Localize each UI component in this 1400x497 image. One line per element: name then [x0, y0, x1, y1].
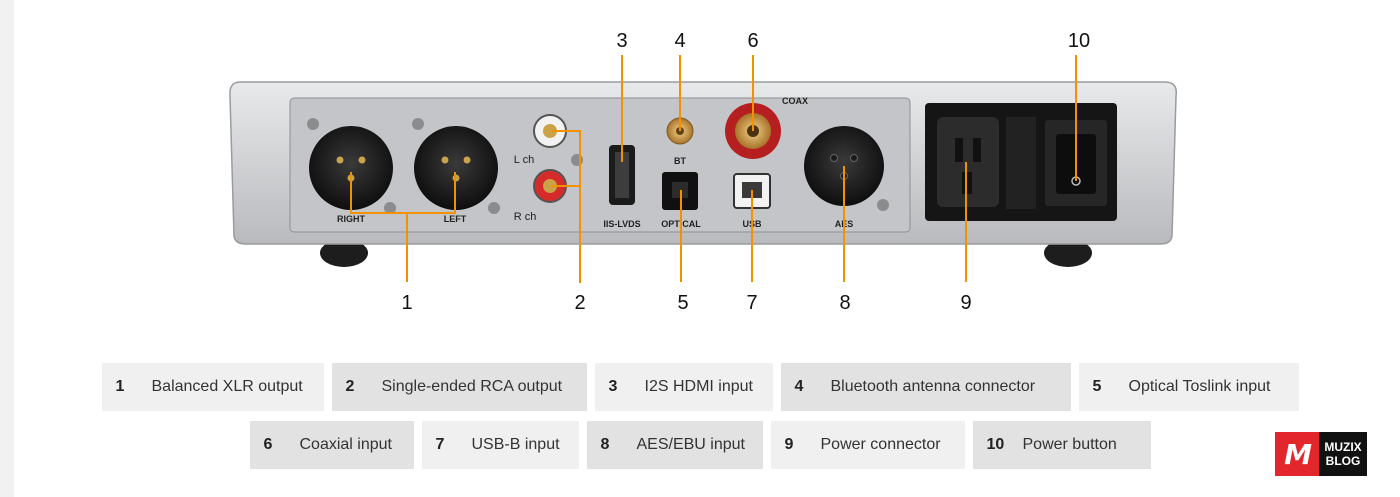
legend-number: 1: [115, 378, 125, 395]
legend-label: Power connector: [820, 436, 941, 453]
legend-label: Optical Toslink input: [1128, 378, 1271, 395]
callout-number-10: 10: [1068, 30, 1090, 52]
dac-rear-panel-diagram: RIGHT LEFT L ch R ch BT COAX IIS-LVDS OP…: [229, 30, 1178, 314]
legend-number: 5: [1092, 378, 1102, 395]
legend-number: 4: [794, 378, 804, 395]
legend-number: 7: [435, 436, 445, 453]
legend-item-6: 6 Coaxial input: [249, 421, 414, 469]
fuse-holder: [1006, 117, 1036, 209]
brand-line-2: BLOG: [1325, 454, 1361, 468]
label-lch: L ch: [514, 154, 534, 166]
legend-item-8: 8 AES/EBU input: [586, 421, 763, 469]
legend-number: 2: [345, 378, 355, 395]
callout-number-7: 7: [746, 292, 757, 314]
legend-item-5: 5 Optical Toslink input: [1078, 363, 1299, 411]
brand-line-1: MUZIX: [1324, 440, 1362, 454]
legend-label: Coaxial input: [299, 436, 393, 453]
legend-row-1: 1 Balanced XLR output 2 Single-ended RCA…: [0, 363, 1400, 411]
hdmi-port: [609, 145, 635, 205]
legend-item-4: 4 Bluetooth antenna connector: [780, 363, 1071, 411]
legend-number: 3: [608, 378, 618, 395]
legend-item-9: 9 Power connector: [770, 421, 965, 469]
callout-number-2: 2: [574, 292, 585, 314]
legend-label: AES/EBU input: [636, 436, 746, 453]
legend-number: 10: [986, 436, 1005, 453]
iec-power-connector: [937, 117, 999, 207]
legend-item-10: 10 Power button: [972, 421, 1151, 469]
rca-right-connector: [533, 169, 567, 203]
muzix-blog-logo: M MUZIX BLOG: [1275, 432, 1367, 476]
legend-label: Single-ended RCA output: [381, 378, 563, 395]
rca-left-connector: [533, 114, 567, 148]
screw-icon: [571, 154, 583, 166]
foot-left: [320, 239, 368, 267]
callout-number-8: 8: [839, 292, 850, 314]
legend-label: I2S HDMI input: [644, 378, 753, 395]
left-margin-strip: [0, 0, 14, 497]
label-iis: IIS-LVDS: [603, 219, 640, 229]
xlr-left-connector: [412, 118, 500, 214]
callout-number-6: 6: [747, 30, 758, 52]
legend-item-1: 1 Balanced XLR output: [101, 363, 324, 411]
callout-lines: [350, 55, 1077, 283]
legend-number: 6: [263, 436, 273, 453]
callout-number-1: 1: [401, 292, 412, 314]
muzix-m-icon: M: [1275, 432, 1319, 476]
callout-number-4: 4: [674, 30, 685, 52]
callout-number-5: 5: [677, 292, 688, 314]
foot-right: [1044, 239, 1092, 267]
legend-label: Power button: [1022, 436, 1117, 453]
label-right: RIGHT: [337, 214, 366, 224]
brand-text: MUZIX BLOG: [1319, 432, 1367, 476]
label-left: LEFT: [444, 214, 467, 224]
callout-line-1: [350, 172, 456, 282]
legend-label: Balanced XLR output: [151, 378, 303, 395]
legend-item-2: 2 Single-ended RCA output: [331, 363, 587, 411]
legend-item-3: 3 I2S HDMI input: [594, 363, 773, 411]
legend-item-7: 7 USB-B input: [421, 421, 579, 469]
callout-number-9: 9: [960, 292, 971, 314]
legend-number: 8: [600, 436, 610, 453]
label-rch: R ch: [514, 211, 537, 223]
legend-number: 9: [784, 436, 794, 453]
label-coax: COAX: [782, 96, 808, 106]
legend-label: USB-B input: [471, 436, 560, 453]
label-bt: BT: [674, 156, 686, 166]
callout-line-2: [552, 130, 581, 283]
legend-label: Bluetooth antenna connector: [830, 378, 1036, 395]
xlr-right-connector: [307, 118, 396, 214]
legend-row-2: 6 Coaxial input 7 USB-B input 8 AES/EBU …: [0, 421, 1400, 469]
callout-number-3: 3: [616, 30, 627, 52]
